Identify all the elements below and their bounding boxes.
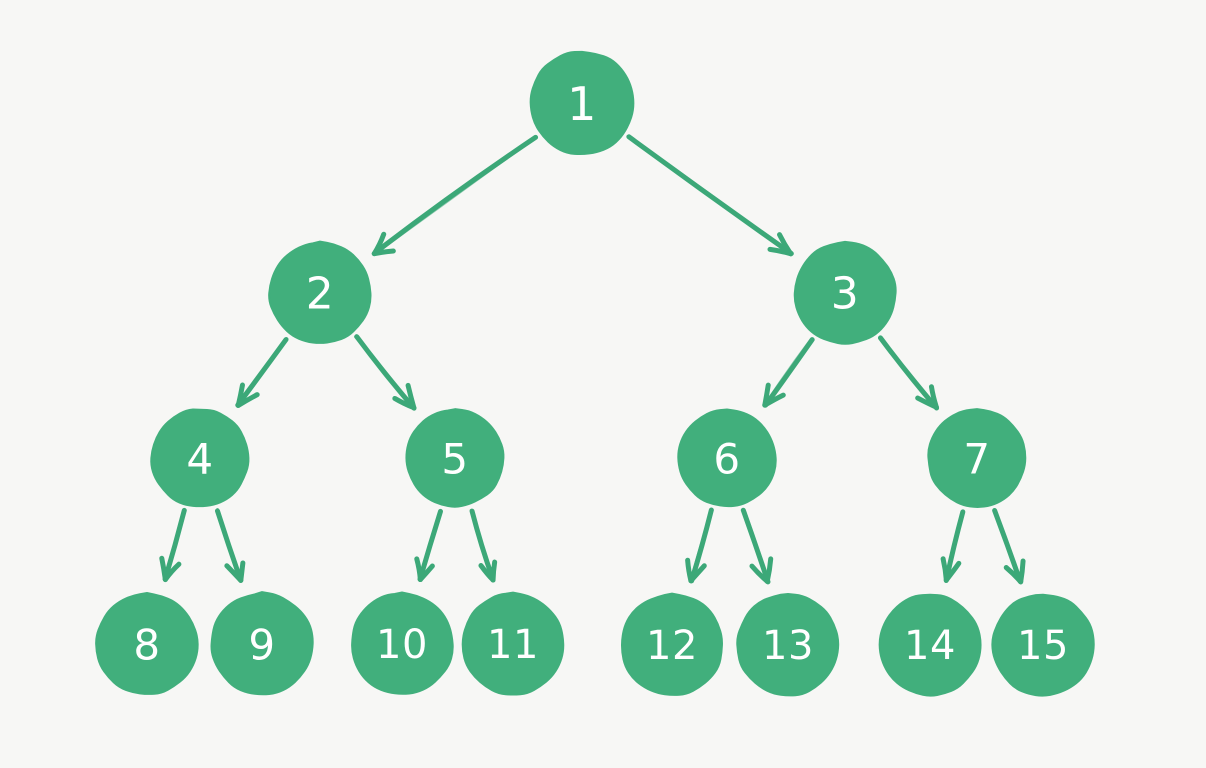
node-label-11: 11 xyxy=(487,622,539,668)
node-circle-9[interactable] xyxy=(210,591,314,696)
tree-node-6[interactable]: 6 xyxy=(677,408,777,508)
tree-edge-6-to-12 xyxy=(685,507,714,584)
node-label-7: 7 xyxy=(963,435,990,484)
tree-edge-7-to-15 xyxy=(992,508,1026,585)
edge-line-texture xyxy=(993,508,1023,584)
node-circle-11[interactable] xyxy=(461,591,565,696)
tree-node-7[interactable]: 7 xyxy=(927,408,1027,508)
node-circle-6[interactable] xyxy=(677,408,777,508)
node-circle-7[interactable] xyxy=(927,408,1027,508)
tree-node-2[interactable]: 2 xyxy=(268,240,372,344)
node-circle-2[interactable] xyxy=(268,240,372,344)
arrowhead-stroke-1 xyxy=(235,392,260,408)
edges-layer xyxy=(159,134,1026,585)
edge-line-texture xyxy=(627,135,792,256)
arrowhead-stroke-1 xyxy=(764,556,774,584)
node-circle-3[interactable] xyxy=(793,240,897,345)
node-label-13: 13 xyxy=(762,623,814,669)
tree-node-9[interactable]: 9 xyxy=(210,591,314,696)
arrowhead-stroke-1 xyxy=(162,561,182,583)
tree-edge-1-to-3 xyxy=(626,134,794,257)
edge-line-texture xyxy=(743,509,769,583)
edge-line-texture xyxy=(372,135,537,256)
tree-edge-3-to-6 xyxy=(762,337,815,408)
tree-edge-5-to-11 xyxy=(469,508,498,583)
tree-node-11[interactable]: 11 xyxy=(461,591,565,696)
node-label-1: 1 xyxy=(567,77,597,131)
tree-edge-3-to-7 xyxy=(877,335,940,411)
arrowhead-stroke-1 xyxy=(777,232,794,257)
tree-node-13[interactable]: 13 xyxy=(736,593,840,697)
arrowhead-stroke-1 xyxy=(1018,558,1026,585)
tree-edge-6-to-13 xyxy=(740,507,774,585)
node-circle-5[interactable] xyxy=(405,408,505,508)
tree-edge-1-to-2 xyxy=(371,134,539,257)
tree-edge-5-to-10 xyxy=(414,508,443,583)
arrowhead-stroke-1 xyxy=(928,384,939,410)
arrowhead-stroke-1 xyxy=(405,382,417,411)
node-label-8: 8 xyxy=(133,621,160,670)
tree-node-5[interactable]: 5 xyxy=(405,408,505,508)
node-circle-10[interactable] xyxy=(351,591,454,695)
arrowhead-stroke-1 xyxy=(238,560,246,583)
arrowhead-stroke-1 xyxy=(688,563,707,584)
tree-node-8[interactable]: 8 xyxy=(95,592,199,695)
tree-node-4[interactable]: 4 xyxy=(150,408,250,508)
node-label-6: 6 xyxy=(713,435,740,484)
arrowhead-stroke-1 xyxy=(490,559,498,583)
tree-edge-4-to-9 xyxy=(214,508,246,583)
arrowhead-stroke-1 xyxy=(762,392,786,408)
node-label-2: 2 xyxy=(306,269,335,320)
node-circle-15[interactable] xyxy=(991,593,1095,697)
edge-line-texture xyxy=(878,336,938,408)
node-circle-12[interactable] xyxy=(620,592,723,696)
edge-line-texture xyxy=(419,509,442,581)
tree-node-12[interactable]: 12 xyxy=(620,592,723,696)
tree-edge-7-to-14 xyxy=(940,509,966,584)
node-label-10: 10 xyxy=(376,622,428,668)
edge-line-texture xyxy=(236,337,289,408)
tree-node-3[interactable]: 3 xyxy=(793,240,897,345)
arrowhead-stroke-1 xyxy=(371,248,396,257)
edge-line-texture xyxy=(353,335,415,409)
arrowhead-stroke-1 xyxy=(417,563,435,583)
node-label-12: 12 xyxy=(646,623,698,669)
node-label-15: 15 xyxy=(1017,623,1069,669)
node-circle-1[interactable] xyxy=(529,50,635,156)
edge-line-texture xyxy=(216,508,243,582)
tree-edge-2-to-5 xyxy=(353,334,417,411)
node-label-14: 14 xyxy=(904,623,956,669)
tree-node-15[interactable]: 15 xyxy=(991,593,1095,697)
tree-edge-4-to-8 xyxy=(159,507,187,583)
node-circle-8[interactable] xyxy=(95,592,199,695)
tree-node-10[interactable]: 10 xyxy=(351,591,454,695)
node-circle-13[interactable] xyxy=(736,593,840,697)
edge-line-texture xyxy=(689,508,714,583)
edge-line-texture xyxy=(763,337,813,408)
tree-node-14[interactable]: 14 xyxy=(878,593,982,697)
node-label-9: 9 xyxy=(248,621,275,670)
node-label-3: 3 xyxy=(831,269,860,320)
node-label-4: 4 xyxy=(186,435,213,484)
node-label-5: 5 xyxy=(441,435,468,484)
tree-node-1[interactable]: 1 xyxy=(529,50,635,156)
tree-edge-2-to-4 xyxy=(235,337,289,408)
node-circle-14[interactable] xyxy=(878,593,982,697)
node-circle-4[interactable] xyxy=(150,408,250,508)
arrowhead-stroke-1 xyxy=(943,560,962,583)
